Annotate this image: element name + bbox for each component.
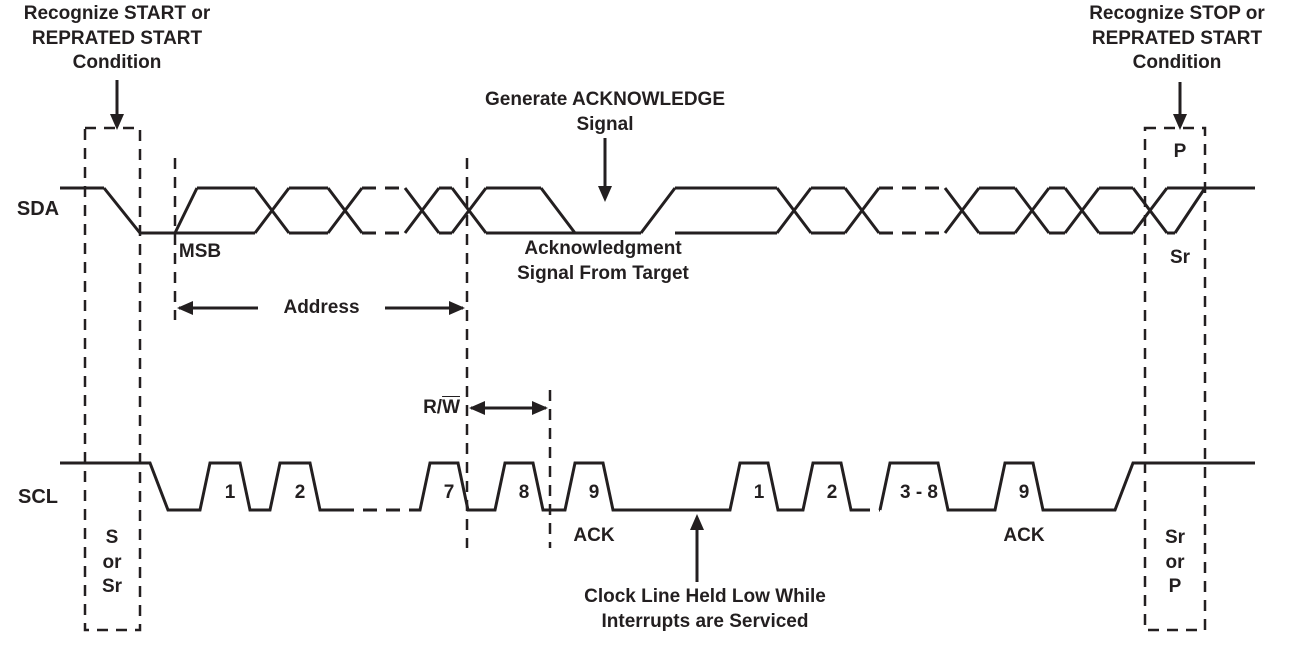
clock-number-1: 1 (224, 482, 236, 503)
annotation-arrows (115, 80, 1182, 582)
scl-waveform (60, 461, 1255, 512)
clock-number-3-8: 3 - 8 (899, 482, 939, 503)
start-note-arrowhead (110, 114, 124, 130)
clock-number-9: 9 (588, 482, 600, 503)
rw-right-arrowhead (532, 401, 548, 415)
ack-label-second: ACK (1003, 525, 1045, 546)
sda-bit-crossings (253, 187, 1169, 234)
scl-segment-1 (60, 461, 340, 512)
ack-label-first: ACK (573, 525, 615, 546)
generate-ack-arrowhead (598, 186, 612, 202)
sda-waveform (60, 186, 1255, 235)
rw-label: R/W (395, 396, 460, 421)
clock-number-9b: 9 (1018, 482, 1030, 503)
sda-dashed-rails (362, 186, 945, 235)
repeated-start-sr-label: Sr (1169, 247, 1191, 268)
address-label: Address (258, 296, 385, 321)
scl-segment-2 (412, 461, 856, 512)
rw-prefix: R/ (423, 397, 443, 418)
clock-held-arrowhead (690, 514, 704, 530)
clock-number-8: 8 (518, 482, 530, 503)
arrowheads (110, 114, 1187, 530)
clock-held-note: Clock Line Held Low While Interrupts are… (584, 586, 826, 632)
address-left-arrowhead (177, 301, 193, 315)
msb-label: MSB (178, 241, 222, 262)
clock-number-2: 2 (294, 482, 306, 503)
stop-condition-box (1143, 126, 1207, 632)
rw-write-bar: W (442, 397, 460, 418)
s-or-sr-label: S or Sr (101, 527, 123, 598)
clock-number-1b: 1 (753, 482, 765, 503)
generate-ack-note: Generate ACKNOWLEDGE Signal (485, 89, 725, 135)
scl-segment-3 (878, 461, 1255, 512)
scl-signal-label: SCL (18, 486, 58, 508)
sr-or-p-label: Sr or P (1164, 527, 1186, 598)
rw-left-arrowhead (469, 401, 485, 415)
sda-transitions (102, 187, 1207, 234)
stop-note-arrowhead (1173, 114, 1187, 130)
clock-number-2b: 2 (826, 482, 838, 503)
address-right-arrowhead (449, 301, 465, 315)
stop-p-label: P (1173, 141, 1187, 162)
sda-signal-label: SDA (16, 198, 60, 220)
clock-number-7: 7 (443, 482, 455, 503)
start-condition-box (83, 126, 142, 632)
start-condition-note: Recognize START or REPRATED START Condit… (23, 3, 211, 74)
ack-from-target-note: Acknowledgment Signal From Target (517, 238, 689, 284)
stop-condition-note: Recognize STOP or REPRATED START Conditi… (1089, 3, 1265, 74)
